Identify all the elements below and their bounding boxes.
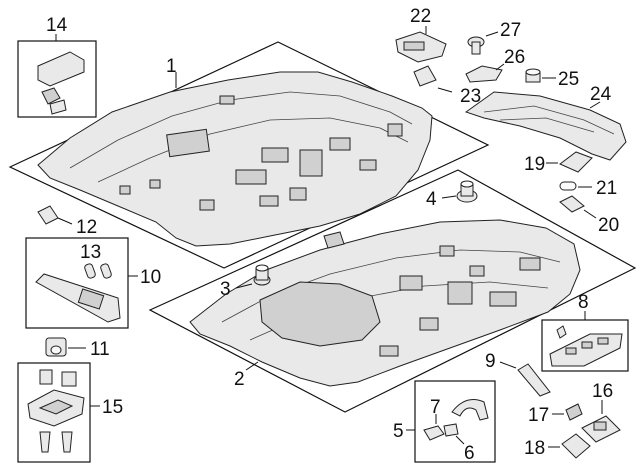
part-11-visor-hook [45, 337, 67, 357]
part-15-bracket [27, 369, 85, 453]
callout-23: 23 [460, 86, 481, 107]
part-6-clip [443, 423, 459, 437]
callout-10: 10 [140, 267, 161, 288]
callout-22: 22 [410, 6, 431, 27]
part-5-grab-handle [451, 399, 489, 421]
leader-4 [441, 195, 457, 199]
part-3-clip [253, 264, 271, 286]
callout-18: 18 [524, 438, 545, 459]
part-12-cap [37, 205, 59, 225]
callout-14: 14 [46, 15, 68, 36]
part-17-clip [565, 403, 583, 421]
part-4-clip [456, 180, 478, 203]
callout-3: 3 [220, 279, 231, 300]
part-2-clip [323, 231, 345, 249]
group-box-14 [17, 40, 97, 118]
callout-5: 5 [393, 421, 404, 442]
callout-4: 4 [426, 189, 437, 210]
panel-1-outline [8, 41, 490, 269]
callout-25: 25 [558, 69, 579, 90]
leader-9 [499, 361, 517, 369]
leader-6 [455, 435, 465, 445]
callout-21: 21 [596, 178, 617, 199]
callout-8: 8 [578, 292, 589, 313]
part-16-cover [581, 415, 621, 443]
part-10-sun-visor [35, 273, 121, 323]
callout-20: 20 [598, 215, 619, 236]
part-14-handle [37, 51, 85, 115]
leader-24 [589, 101, 601, 109]
part-19-lamp [559, 151, 593, 173]
callout-27: 27 [500, 20, 521, 41]
part-22-grip [395, 31, 447, 63]
part-18-lens [561, 433, 591, 459]
part-24-rail [464, 91, 627, 161]
part-8-map-lamp [549, 325, 623, 367]
callout-2: 2 [234, 369, 245, 390]
panel-2-outline [148, 169, 637, 413]
part-27-screw [467, 36, 485, 55]
callout-7: 7 [430, 397, 441, 418]
leader-27 [485, 31, 499, 37]
part-23-clip [413, 65, 437, 87]
callout-12: 12 [76, 217, 97, 238]
leader-26 [495, 63, 505, 71]
leader-20 [583, 209, 597, 219]
part-25-cap [525, 68, 541, 83]
leader-3 [235, 283, 253, 289]
part-9-bracket [517, 363, 551, 397]
callout-26: 26 [504, 47, 525, 68]
callout-9: 9 [485, 351, 496, 372]
leader-12 [57, 217, 73, 225]
leader-2 [245, 361, 259, 371]
part-21-bulb [559, 181, 577, 191]
leader-23 [437, 87, 453, 93]
part-13-clips [84, 263, 112, 279]
callout-11: 11 [90, 339, 110, 360]
part-2-headliner-lower [189, 219, 581, 387]
group-box-10 [25, 237, 129, 329]
callout-24: 24 [590, 84, 612, 105]
group-box-15 [17, 362, 91, 463]
callout-1: 1 [166, 56, 177, 77]
group-box-5 [414, 380, 496, 463]
callout-19: 19 [524, 154, 545, 175]
callout-13: 13 [80, 242, 101, 263]
part-1-headliner-upper [37, 71, 433, 247]
callout-15: 15 [102, 397, 123, 418]
part-26-bracket [465, 65, 503, 83]
callout-6: 6 [464, 443, 475, 464]
callout-17: 17 [528, 405, 549, 426]
part-7-cap [423, 425, 445, 441]
part-20-lens [559, 195, 585, 213]
callout-16: 16 [592, 381, 613, 402]
